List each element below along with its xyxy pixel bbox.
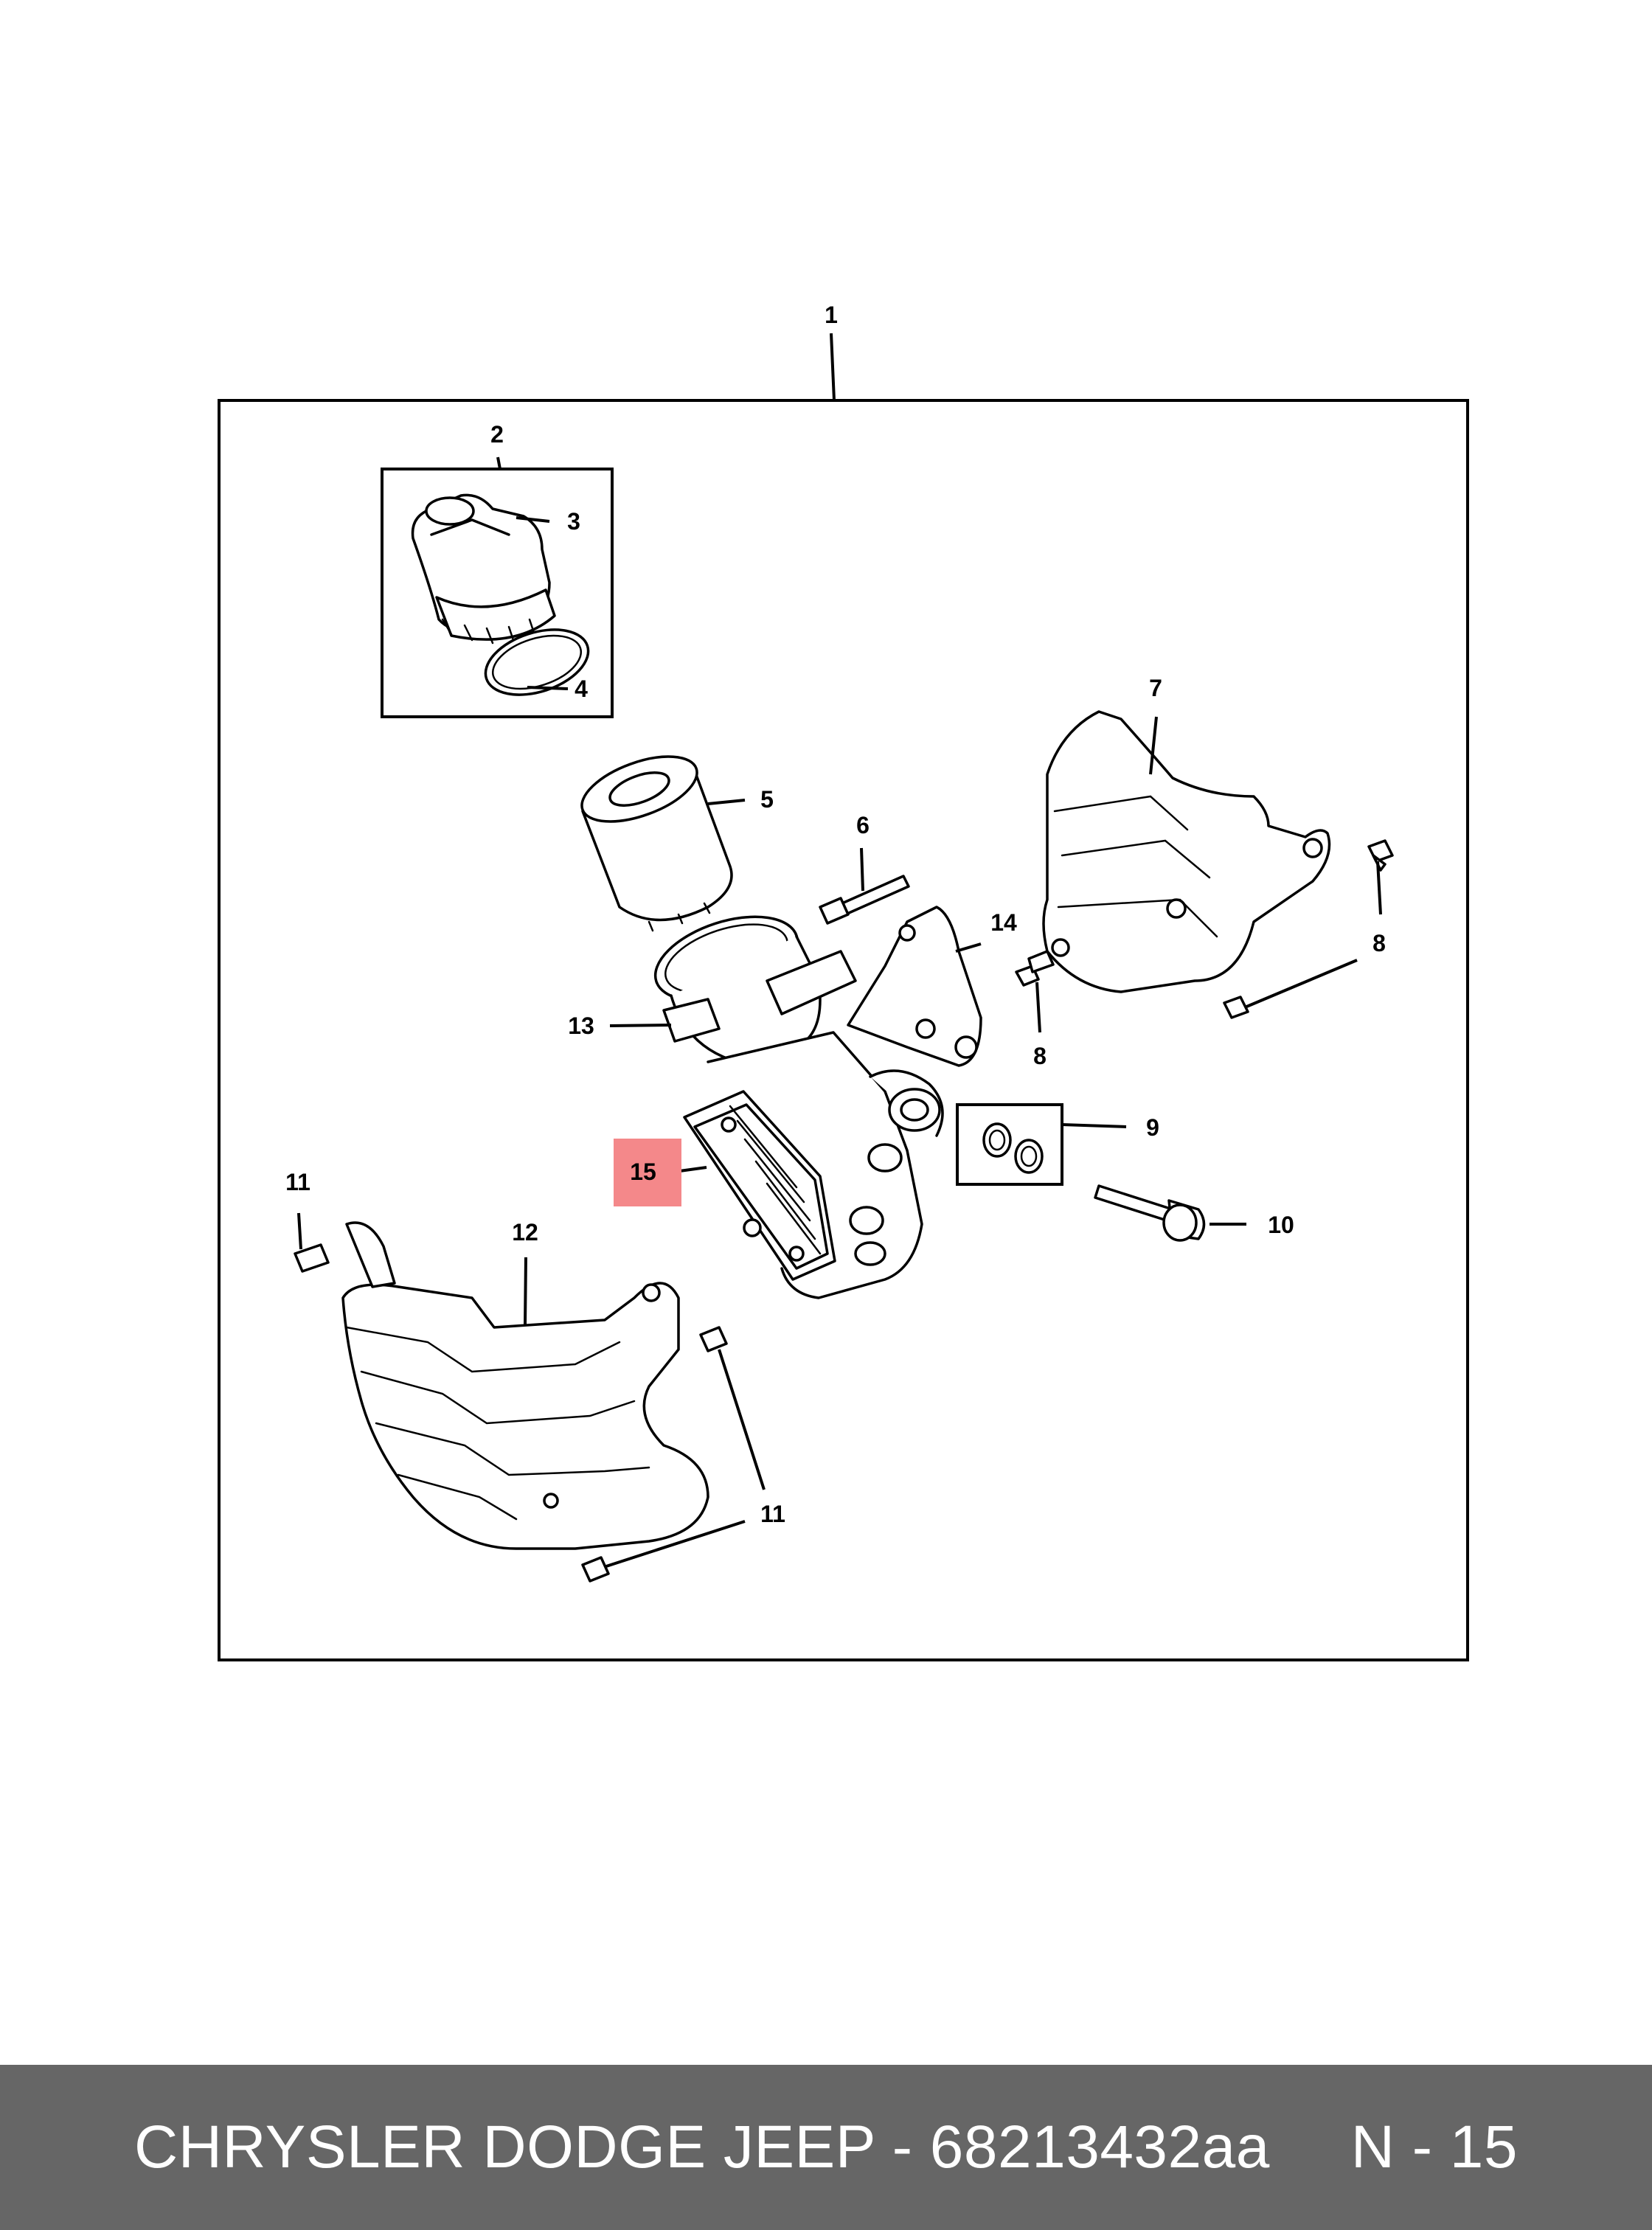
- callout-9: 9: [1146, 1114, 1159, 1141]
- assembly-frame: [218, 399, 1469, 1661]
- heat-shield-12-part: [341, 1221, 709, 1550]
- callout-1: 1: [825, 302, 838, 328]
- callout-2: 2: [490, 421, 504, 448]
- callout-15-highlight: [614, 1139, 681, 1206]
- parts-diagram: 1 2 3 4 5 6 7 8 8 9 10 11 11 12 13 14 15: [218, 302, 1469, 1661]
- callout-3: 3: [567, 508, 580, 535]
- o-ring-part: [484, 628, 590, 696]
- callout-7: 7: [1149, 675, 1162, 701]
- bolt-8-part: [1015, 839, 1394, 1019]
- footer-caption: CHRYSLER DODGE JEEP - 68213432aa: [134, 2113, 1270, 2181]
- callout-15: 15: [630, 1159, 656, 1185]
- callout-6: 6: [856, 812, 870, 838]
- footer-page-code: N - 15: [1350, 2113, 1518, 2181]
- callout-10: 10: [1268, 1212, 1294, 1238]
- filter-housing-part: [653, 915, 944, 1299]
- callout-5: 5: [760, 786, 774, 813]
- footer-bar: CHRYSLER DODGE JEEP - 68213432aa N - 15: [0, 2065, 1652, 2230]
- callout-11-left: 11: [285, 1169, 310, 1195]
- seal-9-part: [982, 1122, 1044, 1174]
- bolt-11-part: [294, 1243, 728, 1583]
- callout-11-bottom: 11: [760, 1501, 785, 1527]
- bolt-10-part: [1094, 1184, 1206, 1242]
- callout-8-center: 8: [1033, 1043, 1047, 1069]
- leader-lines: [297, 333, 1382, 1568]
- heat-shield-7-part: [1042, 710, 1331, 993]
- bolt-6-part: [819, 875, 910, 925]
- oil-cooler-part: [683, 1090, 836, 1281]
- seal-kit-frame: [956, 1103, 1063, 1186]
- cap-subassembly-frame: [381, 468, 614, 718]
- callout-8-right: 8: [1372, 930, 1386, 956]
- callout-14: 14: [990, 909, 1017, 936]
- callout-13: 13: [568, 1012, 594, 1039]
- callout-4: 4: [575, 675, 588, 702]
- callout-12: 12: [512, 1219, 538, 1246]
- bracket-14-part: [847, 906, 982, 1067]
- oil-filter-element-part: [580, 755, 733, 932]
- filter-cap-part: [411, 493, 556, 645]
